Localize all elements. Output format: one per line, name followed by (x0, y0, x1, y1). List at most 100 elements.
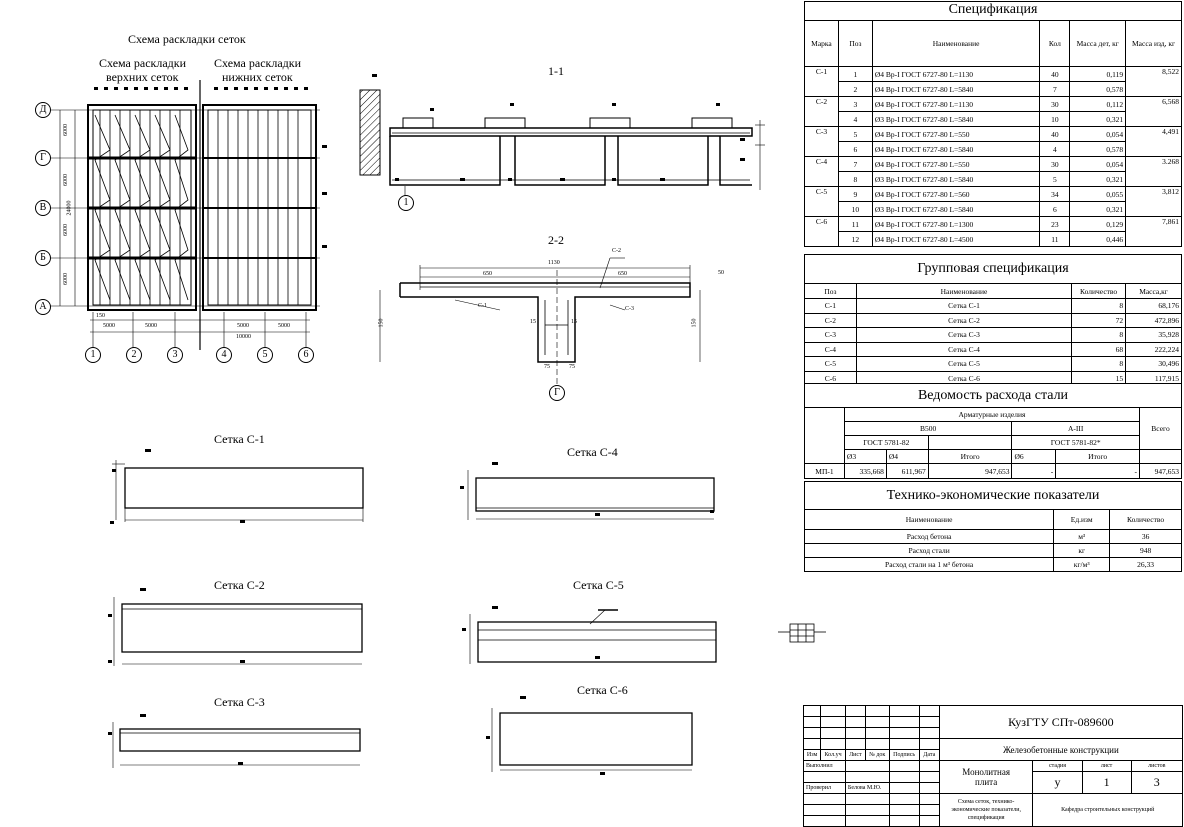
axis-row-marker: Д (35, 102, 51, 118)
tep-unit: м³ (1053, 529, 1111, 544)
gs-qty: 68 (1071, 341, 1127, 357)
gs-h-qty: Количество (1071, 283, 1127, 299)
stamp-role1: Выполнил (803, 760, 846, 772)
stamp-sheets-h: листов (1130, 760, 1184, 772)
mesh-c6-drawing (486, 696, 693, 775)
spec-mass: 0,578 (1069, 81, 1127, 97)
spec-mass: 0,119 (1069, 66, 1127, 82)
spec-pos: 8 (837, 171, 873, 187)
spec-h-mass-item: Масса изд, кг (1125, 20, 1182, 67)
steel-h-a3: А-III (1011, 421, 1141, 436)
stamp-role2: Проверил (803, 782, 846, 794)
gs-pos: С-2 (804, 312, 857, 328)
gs-qty: 8 (1071, 298, 1127, 314)
dim-total-v: 24000 (66, 200, 73, 216)
gs-mass: 222,224 (1125, 341, 1182, 357)
spec-name: Ø4 Вр-I ГОСТ 6727-80 L=5840 (871, 141, 1041, 157)
gs-mass: 30,496 (1125, 356, 1182, 372)
spec-qty: 11 (1039, 231, 1071, 247)
stamp-code: КузГТУ СПт-089600 (938, 705, 1184, 739)
spec-mass: 0,321 (1069, 111, 1127, 127)
spec-name: Ø4 Вр-I ГОСТ 6727-80 L=1300 (871, 216, 1041, 232)
spec-mass-item: 3.268 (1125, 156, 1182, 187)
dim-row: 6000 (63, 224, 69, 236)
node-detail (778, 623, 826, 643)
mesh-c3-title: Сетка С-3 (214, 695, 265, 709)
lower-caption-line1: Схема раскладки (214, 56, 302, 70)
tep-h-qty: Количество (1109, 509, 1182, 530)
mesh-label-22: С-1 (478, 303, 487, 309)
dim-row: 6000 (63, 174, 69, 186)
plan-upper (87, 87, 197, 311)
spec-pos: 9 (837, 186, 873, 202)
mesh-label-22: С-3 (625, 306, 634, 312)
spec-mass: 0,054 (1069, 126, 1127, 142)
axis-row-marker: А (35, 299, 51, 315)
steel-h-gost2: ГОСТ 5781-82* (1011, 435, 1141, 450)
steel-h-d6: Ø6 (1011, 449, 1057, 464)
upper-caption-line1: Схема раскладки (99, 56, 187, 70)
dim-22: 75 (569, 364, 575, 370)
section-11-title: 1-1 (548, 64, 564, 78)
stamp-col: Лист (844, 749, 866, 761)
spec-pos: 6 (837, 141, 873, 157)
steel-h-empty (804, 407, 845, 464)
spec-qty: 4 (1039, 141, 1071, 157)
spec-mass: 0,129 (1069, 216, 1127, 232)
dim-22: 150 (378, 318, 385, 328)
title-block: КузГТУ СПт-089600 Железобетонные констру… (802, 705, 1184, 827)
spec-h-pos: Поз (837, 20, 873, 67)
spec-name: Ø4 Вр-I ГОСТ 6727-80 L=560 (871, 186, 1041, 202)
spec-mass-item: 3,812 (1125, 186, 1182, 217)
spec-mark: С-2 (804, 96, 839, 127)
stamp-stage: у (1032, 771, 1083, 794)
mesh-c6-title: Сетка С-6 (577, 683, 628, 697)
gs-pos: С-3 (804, 327, 857, 343)
axis-col-marker: 3 (167, 347, 183, 363)
mesh-label-22: С-2 (612, 248, 621, 254)
spec-mark: С-1 (804, 66, 839, 97)
axis-row-marker: Г (35, 150, 51, 166)
spec-mass-item: 4,491 (1125, 126, 1182, 157)
spec-table: Марка Поз Наименование Кол Масса дет, кг… (804, 20, 1182, 247)
dim-22: 15 (571, 319, 577, 325)
steel-h-d4: Ø4 (885, 449, 929, 464)
gs-name: Сетка С-3 (855, 327, 1073, 343)
gs-pos: С-4 (804, 341, 857, 357)
gs-mass: 472,896 (1125, 312, 1182, 328)
gs-h-pos: Поз (804, 283, 857, 299)
steel-h-products: Арматурные изделия (843, 407, 1141, 422)
spec-h-qty: Кол (1039, 20, 1071, 67)
axis-col-marker: 2 (126, 347, 142, 363)
spec-mark: С-4 (804, 156, 839, 187)
spec-qty: 5 (1039, 171, 1071, 187)
axis-row-marker: В (35, 200, 51, 216)
spec-h-mass-det: Масса дет, кг (1069, 20, 1127, 67)
tep-qty: 26,33 (1109, 557, 1182, 572)
dim-22: 150 (691, 318, 698, 328)
steel-total: 947,653 (1139, 463, 1182, 479)
tep-title: Технико-экономические показатели (804, 481, 1182, 510)
upper-caption-line2: верхних сеток (106, 70, 179, 84)
stamp-sheet-name-1: Монолитная (962, 767, 1010, 777)
steel-h-gap1 (927, 435, 1013, 450)
steel-h-total: Всего (1139, 407, 1182, 450)
gs-name: Сетка С-2 (855, 312, 1073, 328)
dim-22: 650 (618, 271, 627, 277)
spec-pos: 1 (837, 66, 873, 82)
gs-h-mass: Масса,кг (1125, 283, 1182, 299)
gs-pos: С-5 (804, 356, 857, 372)
spec-qty: 7 (1039, 81, 1071, 97)
axis-row-marker: Б (35, 250, 51, 266)
gs-h-name: Наименование (855, 283, 1073, 299)
steel-h-d3: Ø3 (843, 449, 887, 464)
steel-sum2: - (1055, 463, 1141, 479)
stamp-drawing-desc: Схема сеток, технико-экономические показ… (938, 793, 1034, 827)
stamp-project: Железобетонные конструкции (938, 738, 1184, 761)
tep-name: Расход бетона (803, 529, 1055, 544)
tep-name: Расход стали на 1 м³ бетона (803, 557, 1055, 572)
tep-h-unit: Ед.изм (1053, 509, 1111, 530)
